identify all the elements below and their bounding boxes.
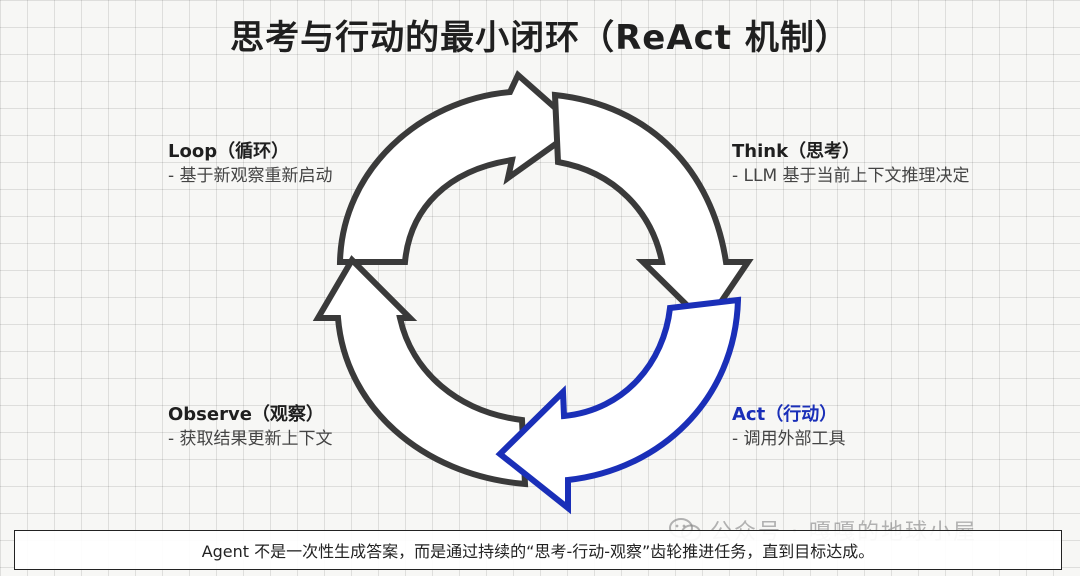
node-loop-desc: - 基于新观察重新启动	[168, 166, 333, 186]
node-observe: Observe（观察） - 获取结果更新上下文	[168, 403, 333, 451]
node-loop-name: Loop（循环）	[168, 141, 290, 162]
node-act-name: Act（行动）	[732, 404, 838, 425]
caption-box: Agent 不是一次性生成答案，而是通过持续的“思考-行动-观察”齿轮推进任务，…	[14, 530, 1062, 570]
arrow-top-loop-to-think	[336, 70, 583, 265]
node-think: Think（思考） - LLM 基于当前上下文推理决定	[732, 140, 970, 188]
node-act-desc: - 调用外部工具	[732, 429, 846, 449]
node-observe-name: Observe（观察）	[168, 404, 324, 425]
arrow-bottom-act-to-observe	[495, 296, 742, 515]
node-think-desc: - LLM 基于当前上下文推理决定	[732, 166, 970, 186]
node-observe-desc: - 获取结果更新上下文	[168, 429, 333, 449]
node-loop: Loop（循环） - 基于新观察重新启动	[168, 140, 333, 188]
page-title: 思考与行动的最小闭环（ReAct 机制）	[230, 18, 850, 58]
node-think-name: Think（思考）	[732, 141, 861, 162]
node-act: Act（行动） - 调用外部工具	[732, 403, 846, 451]
arrow-left-observe-to-loop	[312, 255, 529, 488]
arrow-right-think-to-act	[551, 91, 754, 329]
caption-text: Agent 不是一次性生成答案，而是通过持续的“思考-行动-观察”齿轮推进任务，…	[201, 542, 875, 561]
